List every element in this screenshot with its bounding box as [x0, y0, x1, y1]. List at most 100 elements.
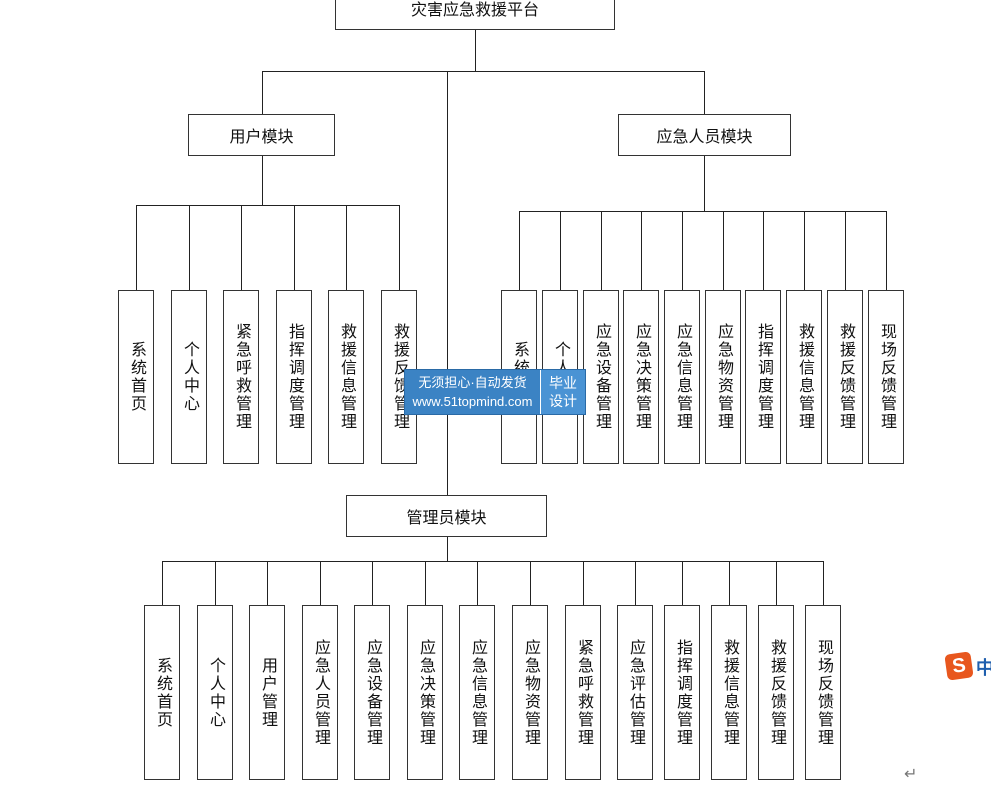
responder-child-node: 应急决策管理 — [623, 290, 659, 464]
responder-child-drop — [723, 211, 724, 290]
admin-child-drop — [477, 561, 478, 605]
admin-child-node: 现场反馈管理 — [805, 605, 841, 780]
responder-child-drop — [804, 211, 805, 290]
responder-child-node-label: 应急决策管理 — [633, 323, 650, 431]
admin-children-bus — [162, 561, 824, 562]
user-child-drop — [346, 205, 347, 290]
level1-bus — [262, 71, 705, 72]
watermark-line1: 无须担心·自动发货 — [418, 375, 527, 390]
responder-child-drop — [601, 211, 602, 290]
responder-child-drop — [641, 211, 642, 290]
admin-child-drop — [425, 561, 426, 605]
responder-module-node: 应急人员模块 — [618, 114, 791, 156]
admin-child-node-label: 指挥调度管理 — [674, 638, 691, 747]
admin-module-stem — [447, 537, 448, 561]
responder-child-drop — [763, 211, 764, 290]
user-module-stem — [262, 156, 263, 206]
root-stem — [475, 30, 476, 72]
user-child-node: 指挥调度管理 — [276, 290, 312, 464]
admin-child-node: 救援反馈管理 — [758, 605, 794, 780]
admin-child-node: 应急评估管理 — [617, 605, 653, 780]
admin-child-node: 紧急呼救管理 — [565, 605, 601, 780]
user-child-node: 系统首页 — [118, 290, 154, 464]
admin-module-node-label: 管理员模块 — [406, 510, 487, 527]
user-child-node-label: 指挥调度管理 — [286, 323, 303, 431]
admin-child-drop — [583, 561, 584, 605]
root-node: 灾害应急救援平台 — [335, 0, 615, 30]
responder-child-node-label: 应急信息管理 — [674, 323, 691, 431]
user-child-drop — [136, 205, 137, 290]
responder-child-node: 救援信息管理 — [786, 290, 822, 464]
responder-child-drop — [682, 211, 683, 290]
admin-module-node: 管理员模块 — [346, 495, 547, 537]
admin-child-node-label: 应急评估管理 — [627, 638, 644, 747]
admin-child-node: 应急设备管理 — [354, 605, 390, 780]
admin-child-drop — [682, 561, 683, 605]
user-child-drop — [294, 205, 295, 290]
root-node-label: 灾害应急救援平台 — [410, 2, 539, 19]
user-child-node-label: 系统首页 — [128, 341, 145, 413]
admin-child-drop — [372, 561, 373, 605]
admin-child-drop — [530, 561, 531, 605]
responder-child-node-label: 救援反馈管理 — [837, 323, 854, 431]
user-child-node-label: 救援反馈管理 — [391, 323, 408, 431]
admin-trunk — [447, 71, 448, 495]
user-child-node: 个人中心 — [171, 290, 207, 464]
paragraph-return-icon: ↵ — [904, 766, 918, 783]
watermark-banner: 无须担心·自动发货 www.51topmind.com 毕业 设计 — [404, 369, 586, 415]
admin-child-drop — [635, 561, 636, 605]
ime-status-icon[interactable]: S 中 — [944, 651, 991, 681]
admin-child-drop — [267, 561, 268, 605]
watermark-url: www.51topmind.com — [412, 394, 533, 409]
admin-child-node: 用户管理 — [249, 605, 285, 780]
admin-child-node-label: 应急信息管理 — [469, 638, 486, 747]
ime-mode-label: 中 — [976, 658, 991, 678]
user-child-node-label: 救援信息管理 — [338, 323, 355, 431]
responder-module-stem — [704, 156, 705, 212]
admin-child-drop — [729, 561, 730, 605]
admin-child-node: 应急信息管理 — [459, 605, 495, 780]
responder-child-node: 应急设备管理 — [583, 290, 619, 464]
responder-child-node-label: 救援信息管理 — [796, 323, 813, 431]
user-child-node: 救援信息管理 — [328, 290, 364, 464]
admin-child-drop — [162, 561, 163, 605]
user-child-drop — [189, 205, 190, 290]
user-module-node-label: 用户模块 — [229, 129, 294, 146]
watermark-tag: 毕业 设计 — [540, 370, 585, 414]
ime-logo-icon: S — [944, 651, 974, 681]
responder-child-drop — [886, 211, 887, 290]
admin-child-node: 应急人员管理 — [302, 605, 338, 780]
admin-child-drop — [823, 561, 824, 605]
admin-child-node-label: 个人中心 — [207, 656, 224, 729]
user-child-node-label: 个人中心 — [181, 341, 198, 413]
admin-child-drop — [320, 561, 321, 605]
admin-child-node: 应急决策管理 — [407, 605, 443, 780]
watermark-text: 无须担心·自动发货 www.51topmind.com — [405, 370, 540, 414]
user-module-node: 用户模块 — [188, 114, 335, 156]
responder-child-drop — [519, 211, 520, 290]
responder-child-node-label: 现场反馈管理 — [878, 323, 895, 431]
responder-child-node-label: 指挥调度管理 — [755, 323, 772, 431]
admin-child-node: 系统首页 — [144, 605, 180, 780]
responder-child-node: 应急信息管理 — [664, 290, 700, 464]
responder-child-drop — [845, 211, 846, 290]
admin-child-drop — [776, 561, 777, 605]
responder-children-bus — [519, 211, 887, 212]
admin-child-node: 应急物资管理 — [512, 605, 548, 780]
admin-child-node-label: 系统首页 — [154, 656, 171, 729]
responder-child-node: 救援反馈管理 — [827, 290, 863, 464]
admin-child-node-label: 应急设备管理 — [364, 638, 381, 747]
user-child-drop — [399, 205, 400, 290]
admin-child-node: 救援信息管理 — [711, 605, 747, 780]
responder-module-drop — [704, 71, 705, 114]
responder-child-drop — [560, 211, 561, 290]
watermark-tag-line1: 毕业 — [549, 375, 577, 391]
admin-child-node: 指挥调度管理 — [664, 605, 700, 780]
responder-child-node-label: 应急设备管理 — [593, 323, 610, 431]
responder-child-node: 指挥调度管理 — [745, 290, 781, 464]
admin-child-node-label: 应急人员管理 — [312, 638, 329, 747]
admin-child-node-label: 应急物资管理 — [522, 638, 539, 747]
user-child-node-label: 紧急呼救管理 — [233, 323, 250, 431]
admin-child-node-label: 救援信息管理 — [721, 638, 738, 747]
admin-child-node-label: 应急决策管理 — [417, 638, 434, 747]
